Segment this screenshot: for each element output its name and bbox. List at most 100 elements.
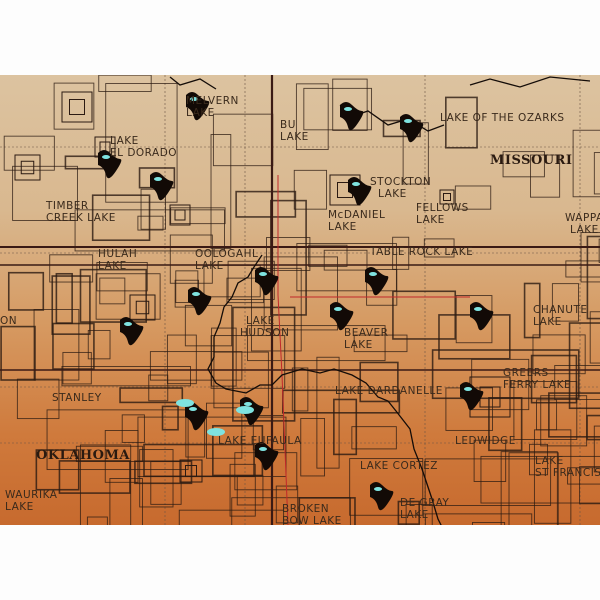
lake-label[interactable]: LAKE EUFAULA — [218, 435, 302, 447]
quad-boundary — [536, 399, 558, 431]
quad-boundary — [105, 83, 178, 203]
quad-boundary — [210, 134, 232, 249]
lake-label-line: BROKEN — [282, 503, 330, 515]
lake-label[interactable]: LEDWIDGE — [455, 435, 516, 447]
lake-water — [176, 399, 194, 407]
quad-boundary — [49, 254, 94, 283]
lake-water — [344, 107, 352, 111]
tile-box — [20, 160, 35, 175]
quad-boundary — [270, 199, 307, 316]
quad-boundary — [52, 322, 95, 370]
state-label-oklahoma: OKLAHOMA — [36, 448, 130, 463]
quad-boundary — [121, 414, 145, 443]
lake-label-line: BOW LAKE — [282, 515, 342, 525]
quad-boundary — [424, 458, 552, 506]
lake-label-line: TABLE ROCK LAKE — [370, 246, 474, 258]
lake-water — [259, 272, 267, 276]
quad-boundary — [405, 504, 433, 525]
lake-label-line: TIMBER — [46, 200, 89, 212]
lake-label-line: LAKE — [195, 260, 224, 272]
quad-boundary — [455, 295, 493, 344]
lake-label-line: LAKE — [98, 260, 127, 272]
quad-boundary — [87, 329, 111, 360]
lake-label-line: BEAVER — [344, 327, 389, 339]
lake-label[interactable]: LAKE DARDANELLE — [335, 385, 443, 397]
lake-label-line: LEDWIDGE — [455, 435, 516, 447]
lake-label[interactable]: ON — [0, 315, 17, 327]
lake-label-line: STOCKTON — [370, 176, 432, 188]
lake-label-line: LAKE EUFAULA — [218, 435, 302, 447]
lake-label-line: CHANUTE — [533, 304, 588, 316]
quad-boundary — [530, 354, 578, 404]
quad-boundary — [148, 374, 169, 402]
quad-boundary — [472, 522, 506, 525]
lake-label-line: LAKE DARDANELLE — [335, 385, 443, 397]
quad-boundary — [211, 327, 237, 387]
quad-boundary — [296, 243, 397, 292]
quad-boundary — [247, 325, 386, 362]
quad-boundary — [79, 268, 148, 323]
tile-box — [185, 465, 197, 477]
lake-label[interactable]: TABLE ROCK LAKE — [370, 246, 473, 258]
quad-boundary — [598, 238, 600, 263]
quad-boundary — [251, 267, 302, 352]
lake-shape — [188, 287, 212, 316]
lake-label-line: WAURIKA — [5, 489, 58, 501]
quad-boundary — [533, 429, 572, 524]
lake-water — [124, 322, 132, 326]
quad-boundary — [170, 207, 226, 225]
quad-boundary — [175, 270, 199, 304]
lake-label-line: OOLOGAHL — [195, 248, 259, 260]
quad-boundary — [351, 426, 397, 450]
river — [469, 76, 591, 88]
tile-box — [179, 459, 203, 483]
quad-boundary — [540, 395, 588, 447]
quad-boundary — [359, 361, 399, 403]
lake-label[interactable]: LAKE CORTEZ — [360, 460, 438, 472]
quad-boundary — [551, 283, 580, 322]
quad-boundary — [184, 304, 233, 347]
quad-boundary — [502, 151, 545, 178]
quad-boundary — [568, 322, 600, 410]
tile-box — [129, 294, 156, 321]
quad-boundary — [206, 402, 243, 459]
quad-boundary — [572, 129, 600, 198]
lake-label-line: LAKE — [246, 315, 275, 327]
lake-label-line: LAKE — [186, 107, 215, 119]
lake-shape — [255, 267, 279, 296]
lake-label[interactable]: STANLEY — [52, 392, 102, 404]
quad-boundary — [3, 135, 55, 171]
quad-boundary — [275, 485, 299, 524]
quad-boundary — [353, 334, 408, 353]
lake-label[interactable]: LAKE OF THE OZARKS — [440, 112, 565, 124]
river — [169, 76, 217, 90]
lake-label-line: LAKE — [5, 501, 34, 513]
quad-boundary — [161, 405, 179, 431]
lake-label-line: LAKE — [533, 316, 562, 328]
lake-water — [192, 292, 200, 296]
lake-shape — [150, 172, 174, 201]
quad-boundary — [266, 237, 311, 271]
quad-boundary — [169, 234, 213, 284]
tile-box — [61, 91, 93, 123]
